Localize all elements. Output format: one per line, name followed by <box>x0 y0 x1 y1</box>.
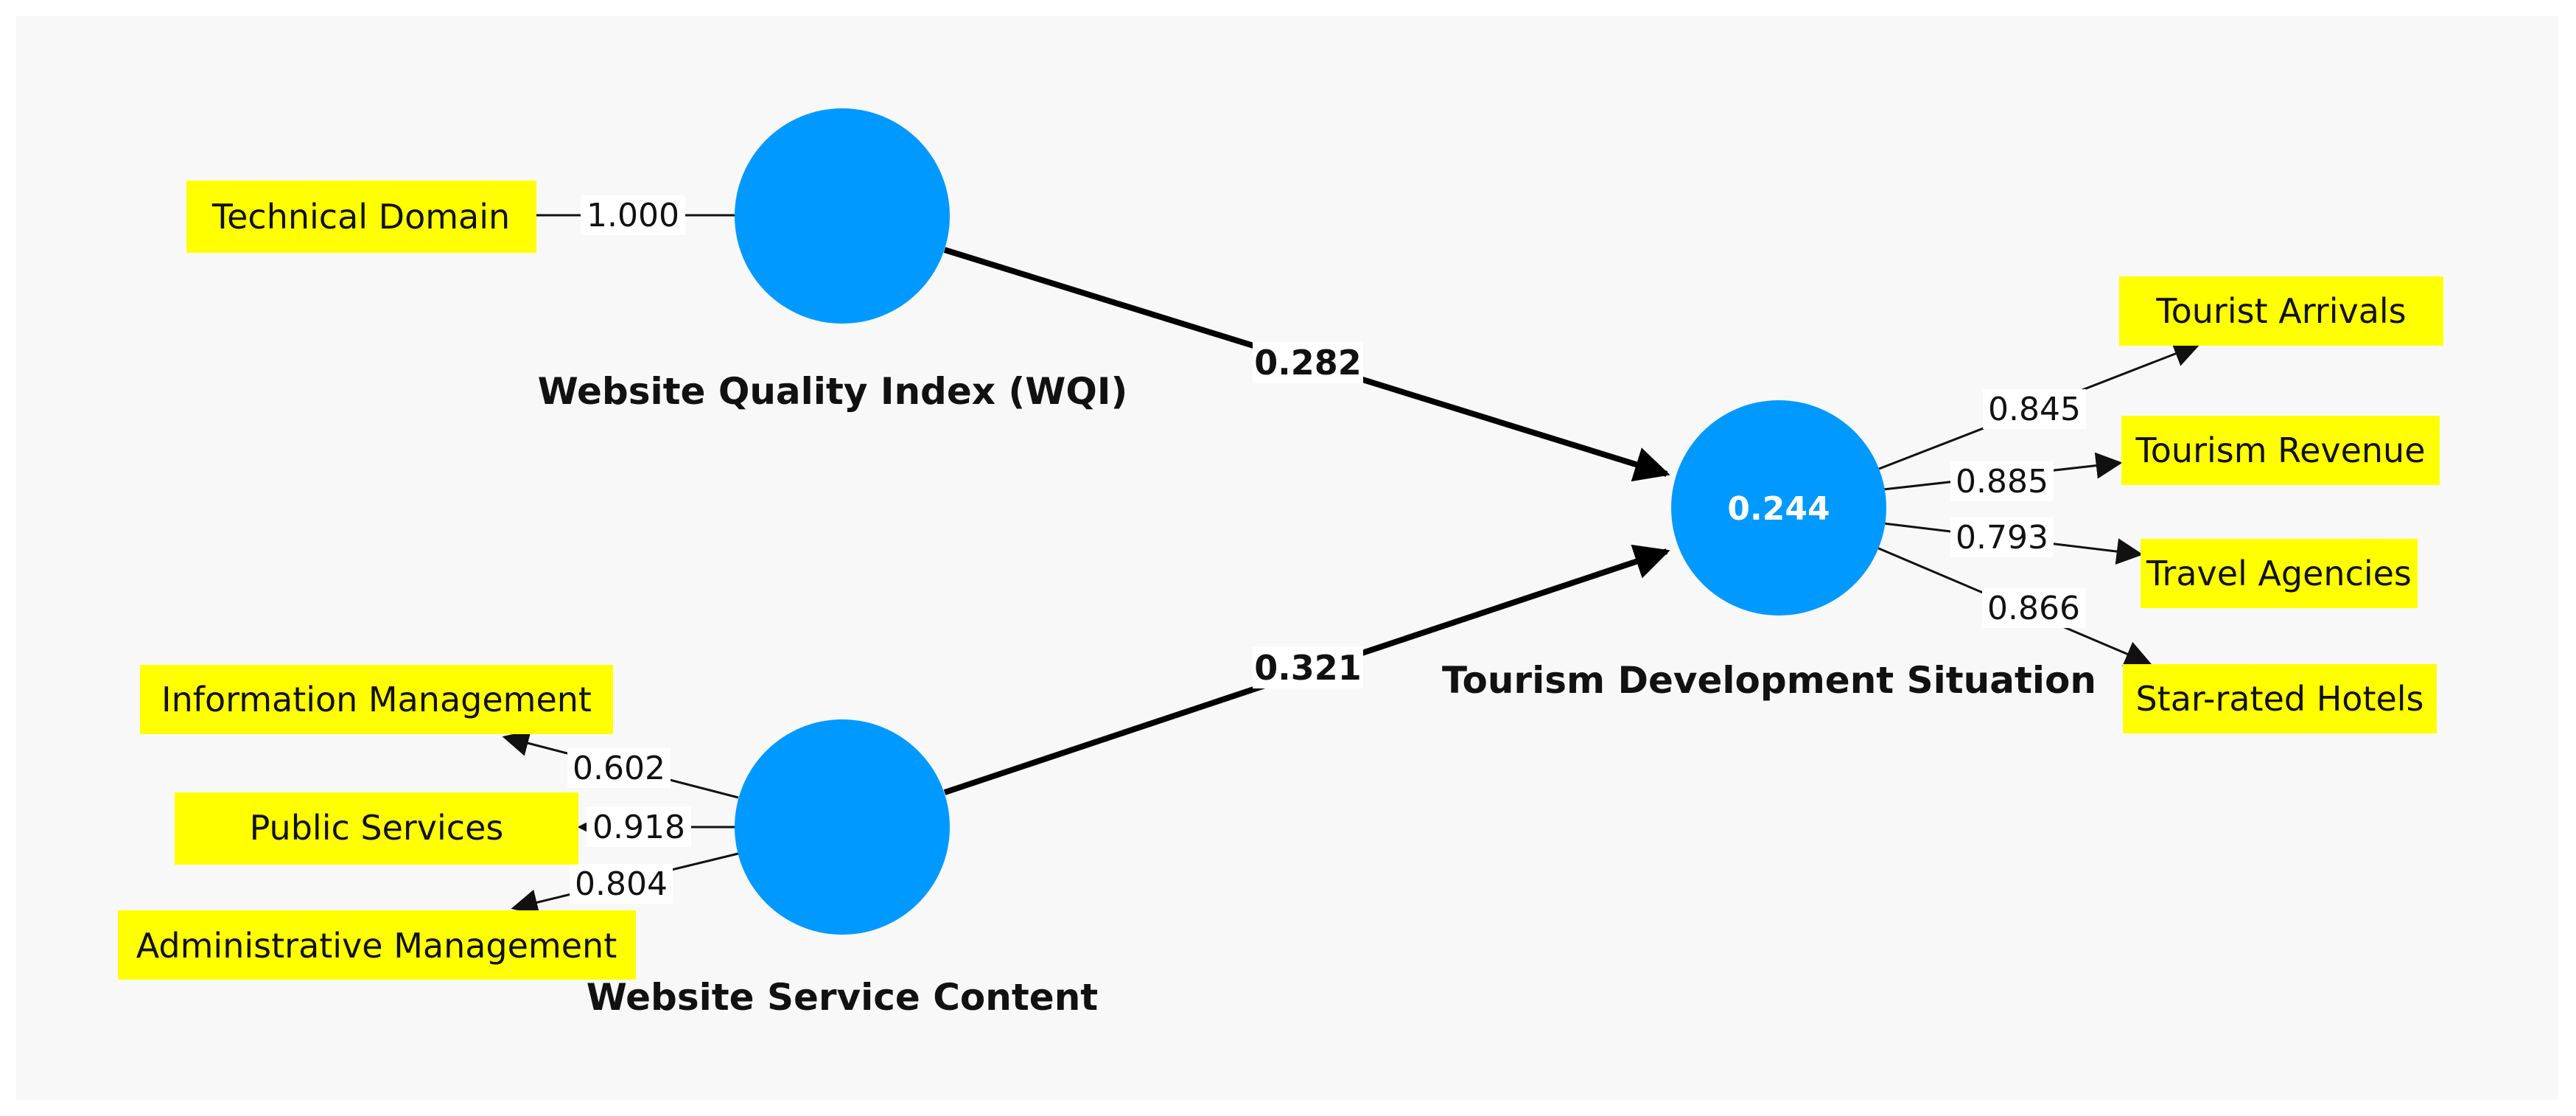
construct-name-wqi: Website Quality Index (WQI) <box>538 370 1128 413</box>
svg-text:0.885: 0.885 <box>1956 463 2048 501</box>
indicator-technical-domain: Technical Domain <box>186 181 536 253</box>
svg-text:Administrative Management: Administrative Management <box>136 926 617 966</box>
loading-label-tourist-arrivals: 0.845 <box>1983 389 2086 429</box>
loading-label-information-management: 0.602 <box>567 748 671 788</box>
svg-text:Tourism Revenue: Tourism Revenue <box>2135 430 2426 470</box>
construct-r-squared-tds: 0.244 <box>1727 490 1830 528</box>
loading-label-tourism-revenue: 0.885 <box>1950 461 2054 501</box>
svg-text:0.866: 0.866 <box>1987 590 2080 627</box>
svg-text:0.321: 0.321 <box>1254 648 1362 688</box>
svg-text:Star-rated Hotels: Star-rated Hotels <box>2135 679 2423 719</box>
path-coefficient-wqi-tds: 0.282 <box>1253 342 1363 383</box>
indicator-tourism-revenue: Tourism Revenue <box>2121 416 2440 485</box>
svg-text:0.845: 0.845 <box>1988 391 2081 428</box>
svg-text:0.804: 0.804 <box>575 865 668 903</box>
construct-circle-tds <box>1671 400 1886 615</box>
svg-text:Information Management: Information Management <box>161 680 592 719</box>
path-coefficient-wsc-tds: 0.321 <box>1253 647 1363 688</box>
svg-text:0.282: 0.282 <box>1254 343 1362 383</box>
construct-name-wsc: Website Service Content <box>587 976 1098 1019</box>
loading-label-administrative-management: 0.804 <box>570 864 673 904</box>
indicator-star-rated-hotels: Star-rated Hotels <box>2123 664 2437 733</box>
indicator-travel-agencies: Travel Agencies <box>2141 539 2418 608</box>
svg-text:Public Services: Public Services <box>250 808 504 848</box>
svg-text:Technical Domain: Technical Domain <box>211 197 510 237</box>
svg-text:Tourist Arrivals: Tourist Arrivals <box>2155 291 2406 331</box>
svg-text:Travel Agencies: Travel Agencies <box>2146 554 2412 593</box>
construct-circle-wsc <box>735 719 950 935</box>
loading-label-technical-domain: 1.000 <box>581 195 685 235</box>
loading-label-public-services: 0.918 <box>587 807 691 847</box>
loading-label-star-rated-hotels: 0.866 <box>1982 588 2085 628</box>
loading-label-travel-agencies: 0.793 <box>1950 517 2054 557</box>
indicator-administrative-management: Administrative Management <box>118 910 636 980</box>
indicator-tourist-arrivals: Tourist Arrivals <box>2119 276 2443 346</box>
svg-text:1.000: 1.000 <box>587 197 679 234</box>
indicator-public-services: Public Services <box>175 792 578 865</box>
svg-text:0.602: 0.602 <box>573 750 665 787</box>
svg-text:0.918: 0.918 <box>592 809 685 846</box>
construct-circle-wqi <box>735 108 950 324</box>
construct-name-tds: Tourism Development Situation <box>1442 659 2096 702</box>
svg-text:0.793: 0.793 <box>1956 519 2048 557</box>
indicator-information-management: Information Management <box>140 665 613 734</box>
